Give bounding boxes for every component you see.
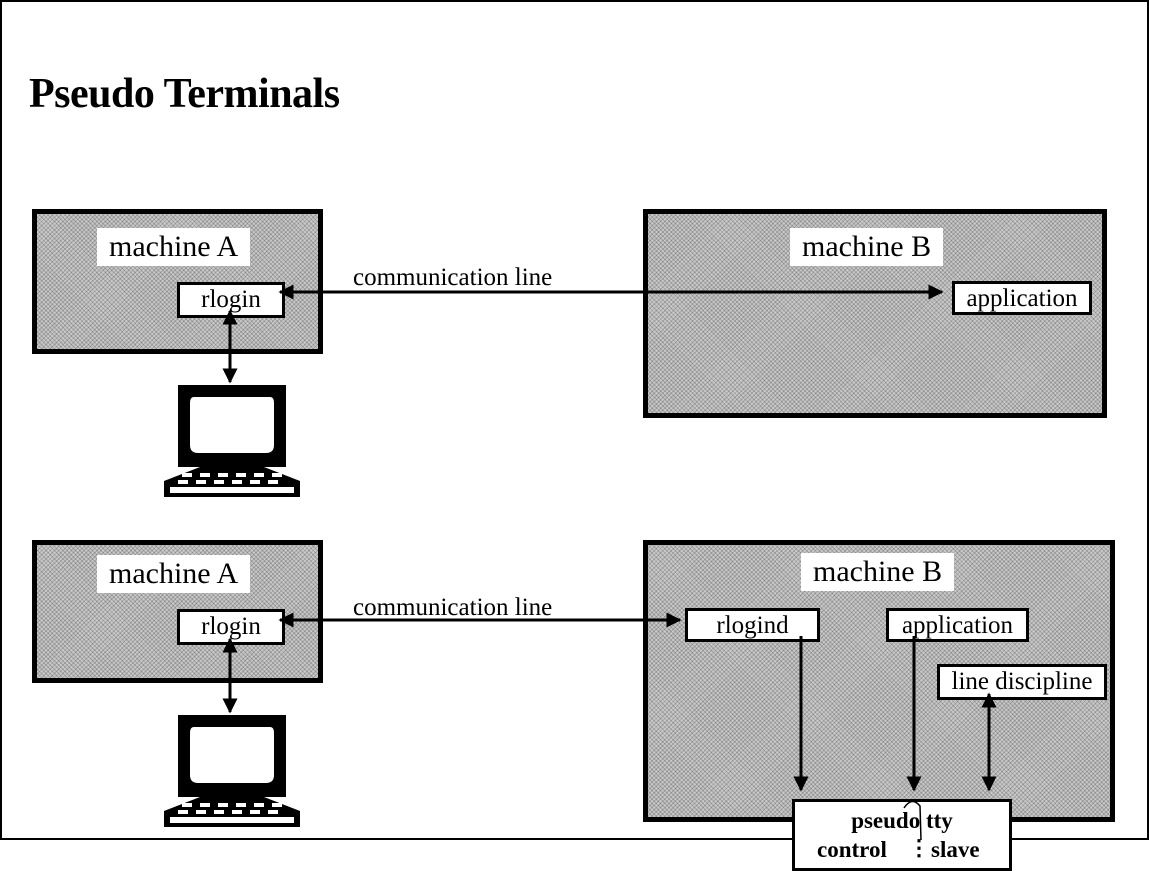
top-machine-b-label: machine B bbox=[790, 228, 944, 266]
pseudo-tty-slave-label: slave bbox=[931, 837, 980, 862]
bottom-application-box: application bbox=[886, 608, 1029, 642]
pseudo-tty-control-label: control bbox=[817, 837, 887, 862]
bottom-terminal-icon bbox=[164, 715, 300, 827]
rlogind-box: rlogind bbox=[685, 608, 820, 642]
connector-layer bbox=[164, 284, 997, 840]
bottom-machine-b-label: machine B bbox=[801, 553, 955, 591]
bottom-machine-a-label: machine A bbox=[97, 555, 251, 593]
top-machine-a-label: machine A bbox=[97, 228, 251, 266]
line-discipline-box: line discipline bbox=[937, 664, 1107, 700]
top-terminal-icon bbox=[164, 385, 300, 497]
top-application-box: application bbox=[952, 281, 1092, 315]
pseudo-tty-label: pseudo tty bbox=[851, 808, 953, 833]
bottom-machine-a-box: machine A rlogin bbox=[32, 540, 323, 683]
top-machine-b-box: machine B application bbox=[643, 209, 1107, 418]
top-machine-a-box: machine A rlogin bbox=[32, 209, 323, 354]
slave-pointer-line bbox=[903, 800, 922, 840]
page-title: Pseudo Terminals bbox=[29, 71, 340, 117]
